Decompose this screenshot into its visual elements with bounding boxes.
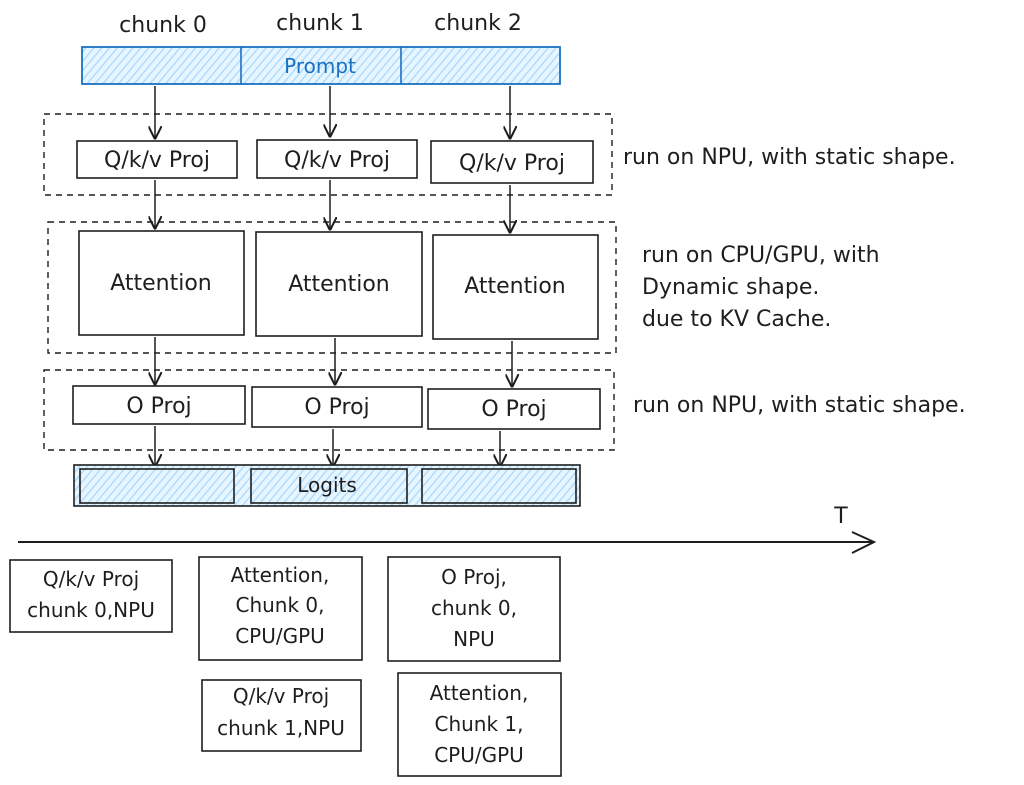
task-attention-chunk-1-line-2: Chunk 1, — [434, 712, 523, 736]
oproj-label-2: O Proj — [481, 397, 546, 422]
qkv-label-2: Q/k/v Proj — [459, 151, 565, 176]
task-attention-chunk-1-line-3: CPU/GPU — [434, 743, 524, 767]
note-cpu-gpu-line-3: due to KV Cache. — [642, 307, 831, 332]
task-qkv-chunk-1-line-2: chunk 1,NPU — [217, 716, 345, 740]
attention-label-0: Attention — [110, 271, 212, 296]
task-attention-chunk-1 — [397, 672, 562, 777]
oproj-label-1: O Proj — [304, 395, 369, 420]
oproj-label-0: O Proj — [126, 394, 191, 419]
time-axis-label: T — [833, 504, 848, 529]
qkv-label-0: Q/k/v Proj — [104, 148, 210, 173]
attention-label-2: Attention — [464, 274, 566, 299]
task-attention-chunk-0-line-3: CPU/GPU — [235, 624, 325, 648]
note-npu-static-1: run on NPU, with static shape. — [623, 145, 956, 170]
task-oproj-chunk-0 — [387, 556, 561, 662]
attention-chunk-0 — [78, 230, 245, 336]
task-qkv-chunk-1 — [201, 679, 362, 752]
qkv-proj-chunk-0 — [76, 140, 238, 179]
qkv-proj-chunk-2 — [430, 140, 594, 184]
logits-label: Logits — [297, 473, 357, 497]
task-attention-chunk-1-line-1: Attention, — [430, 681, 529, 705]
chunk-0-header: chunk 0 — [119, 13, 207, 38]
task-attention-chunk-0-line-1: Attention, — [231, 563, 330, 587]
qkv-label-1: Q/k/v Proj — [284, 148, 390, 173]
task-qkv-chunk-0-line-1: Q/k/v Proj — [43, 567, 139, 591]
qkv-proj-chunk-1 — [256, 139, 418, 179]
logits-chunk-0 — [79, 468, 235, 504]
task-qkv-chunk-0 — [9, 559, 173, 633]
attention-chunk-2 — [432, 234, 599, 340]
task-qkv-chunk-0-line-2: chunk 0,NPU — [27, 598, 155, 622]
task-oproj-chunk-0-line-1: O Proj, — [441, 565, 507, 589]
note-npu-static-2: run on NPU, with static shape. — [633, 393, 966, 418]
oproj-chunk-1 — [251, 386, 423, 428]
task-attention-chunk-0 — [198, 556, 363, 661]
task-oproj-chunk-0-line-2: chunk 0, — [431, 596, 517, 620]
logits-chunk-1 — [250, 468, 408, 504]
oproj-group — [43, 369, 615, 451]
time-axis-arrowhead — [851, 531, 877, 554]
attention-group — [47, 221, 617, 354]
task-qkv-chunk-1-line-1: Q/k/v Proj — [233, 684, 329, 708]
chunk-1-header: chunk 1 — [276, 11, 364, 36]
qkv-group — [43, 113, 613, 196]
note-cpu-gpu-line-2: Dynamic shape. — [642, 275, 819, 300]
task-oproj-chunk-0-line-3: NPU — [453, 627, 495, 651]
oproj-chunk-0 — [72, 385, 246, 425]
chunk-2-header: chunk 2 — [434, 11, 522, 36]
oproj-chunk-2 — [427, 388, 601, 430]
logits-chunk-2 — [421, 468, 577, 504]
prompt-label: Prompt — [284, 54, 356, 78]
task-attention-chunk-0-line-2: Chunk 0, — [235, 593, 324, 617]
attention-chunk-1 — [255, 231, 423, 337]
note-cpu-gpu-line-1: run on CPU/GPU, with — [642, 243, 880, 268]
attention-label-1: Attention — [288, 272, 390, 297]
prompt-bar — [81, 46, 561, 85]
